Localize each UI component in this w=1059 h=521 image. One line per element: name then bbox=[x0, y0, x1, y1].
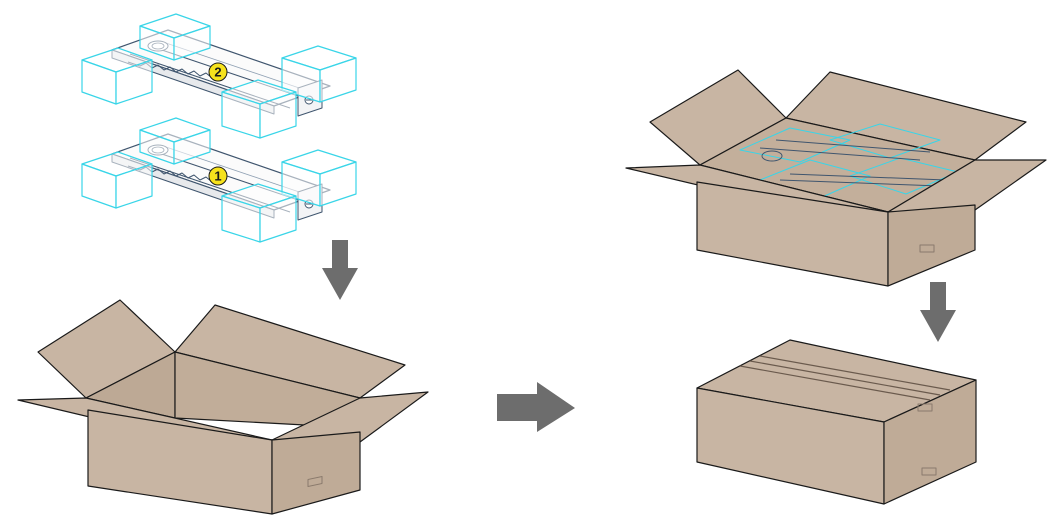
foam-block bbox=[139, 117, 211, 165]
rail-assembly-1: 1 bbox=[81, 117, 357, 243]
box-handle-slot bbox=[921, 467, 937, 476]
box-handle-slot bbox=[919, 244, 935, 253]
svg-text:1: 1 bbox=[214, 169, 221, 184]
step-badge-2: 2 bbox=[208, 62, 228, 82]
box-front-face bbox=[87, 409, 273, 515]
foam-block bbox=[81, 47, 153, 105]
packed-rail-lines bbox=[759, 139, 947, 187]
packing-tape bbox=[739, 355, 951, 401]
box-side-face bbox=[271, 431, 361, 515]
open-box-filled bbox=[625, 69, 1047, 287]
closed-box-taped bbox=[696, 339, 977, 505]
foam-block bbox=[281, 45, 357, 103]
foam-block bbox=[221, 79, 297, 139]
arrow-right-icon bbox=[497, 382, 575, 432]
step-badge-1: 1 bbox=[208, 166, 228, 186]
foam-block bbox=[139, 13, 211, 61]
foam-block bbox=[221, 183, 297, 243]
svg-text:2: 2 bbox=[214, 65, 221, 80]
box-handle-slot bbox=[917, 403, 933, 412]
open-box-empty bbox=[17, 299, 429, 515]
arrow-down-icon bbox=[920, 282, 956, 342]
arrow-down-icon bbox=[322, 240, 358, 300]
box-side-face bbox=[883, 379, 977, 505]
foam-block bbox=[81, 151, 153, 209]
box-handle-slot bbox=[307, 476, 323, 487]
rail-assembly-2: 2 bbox=[81, 13, 357, 139]
